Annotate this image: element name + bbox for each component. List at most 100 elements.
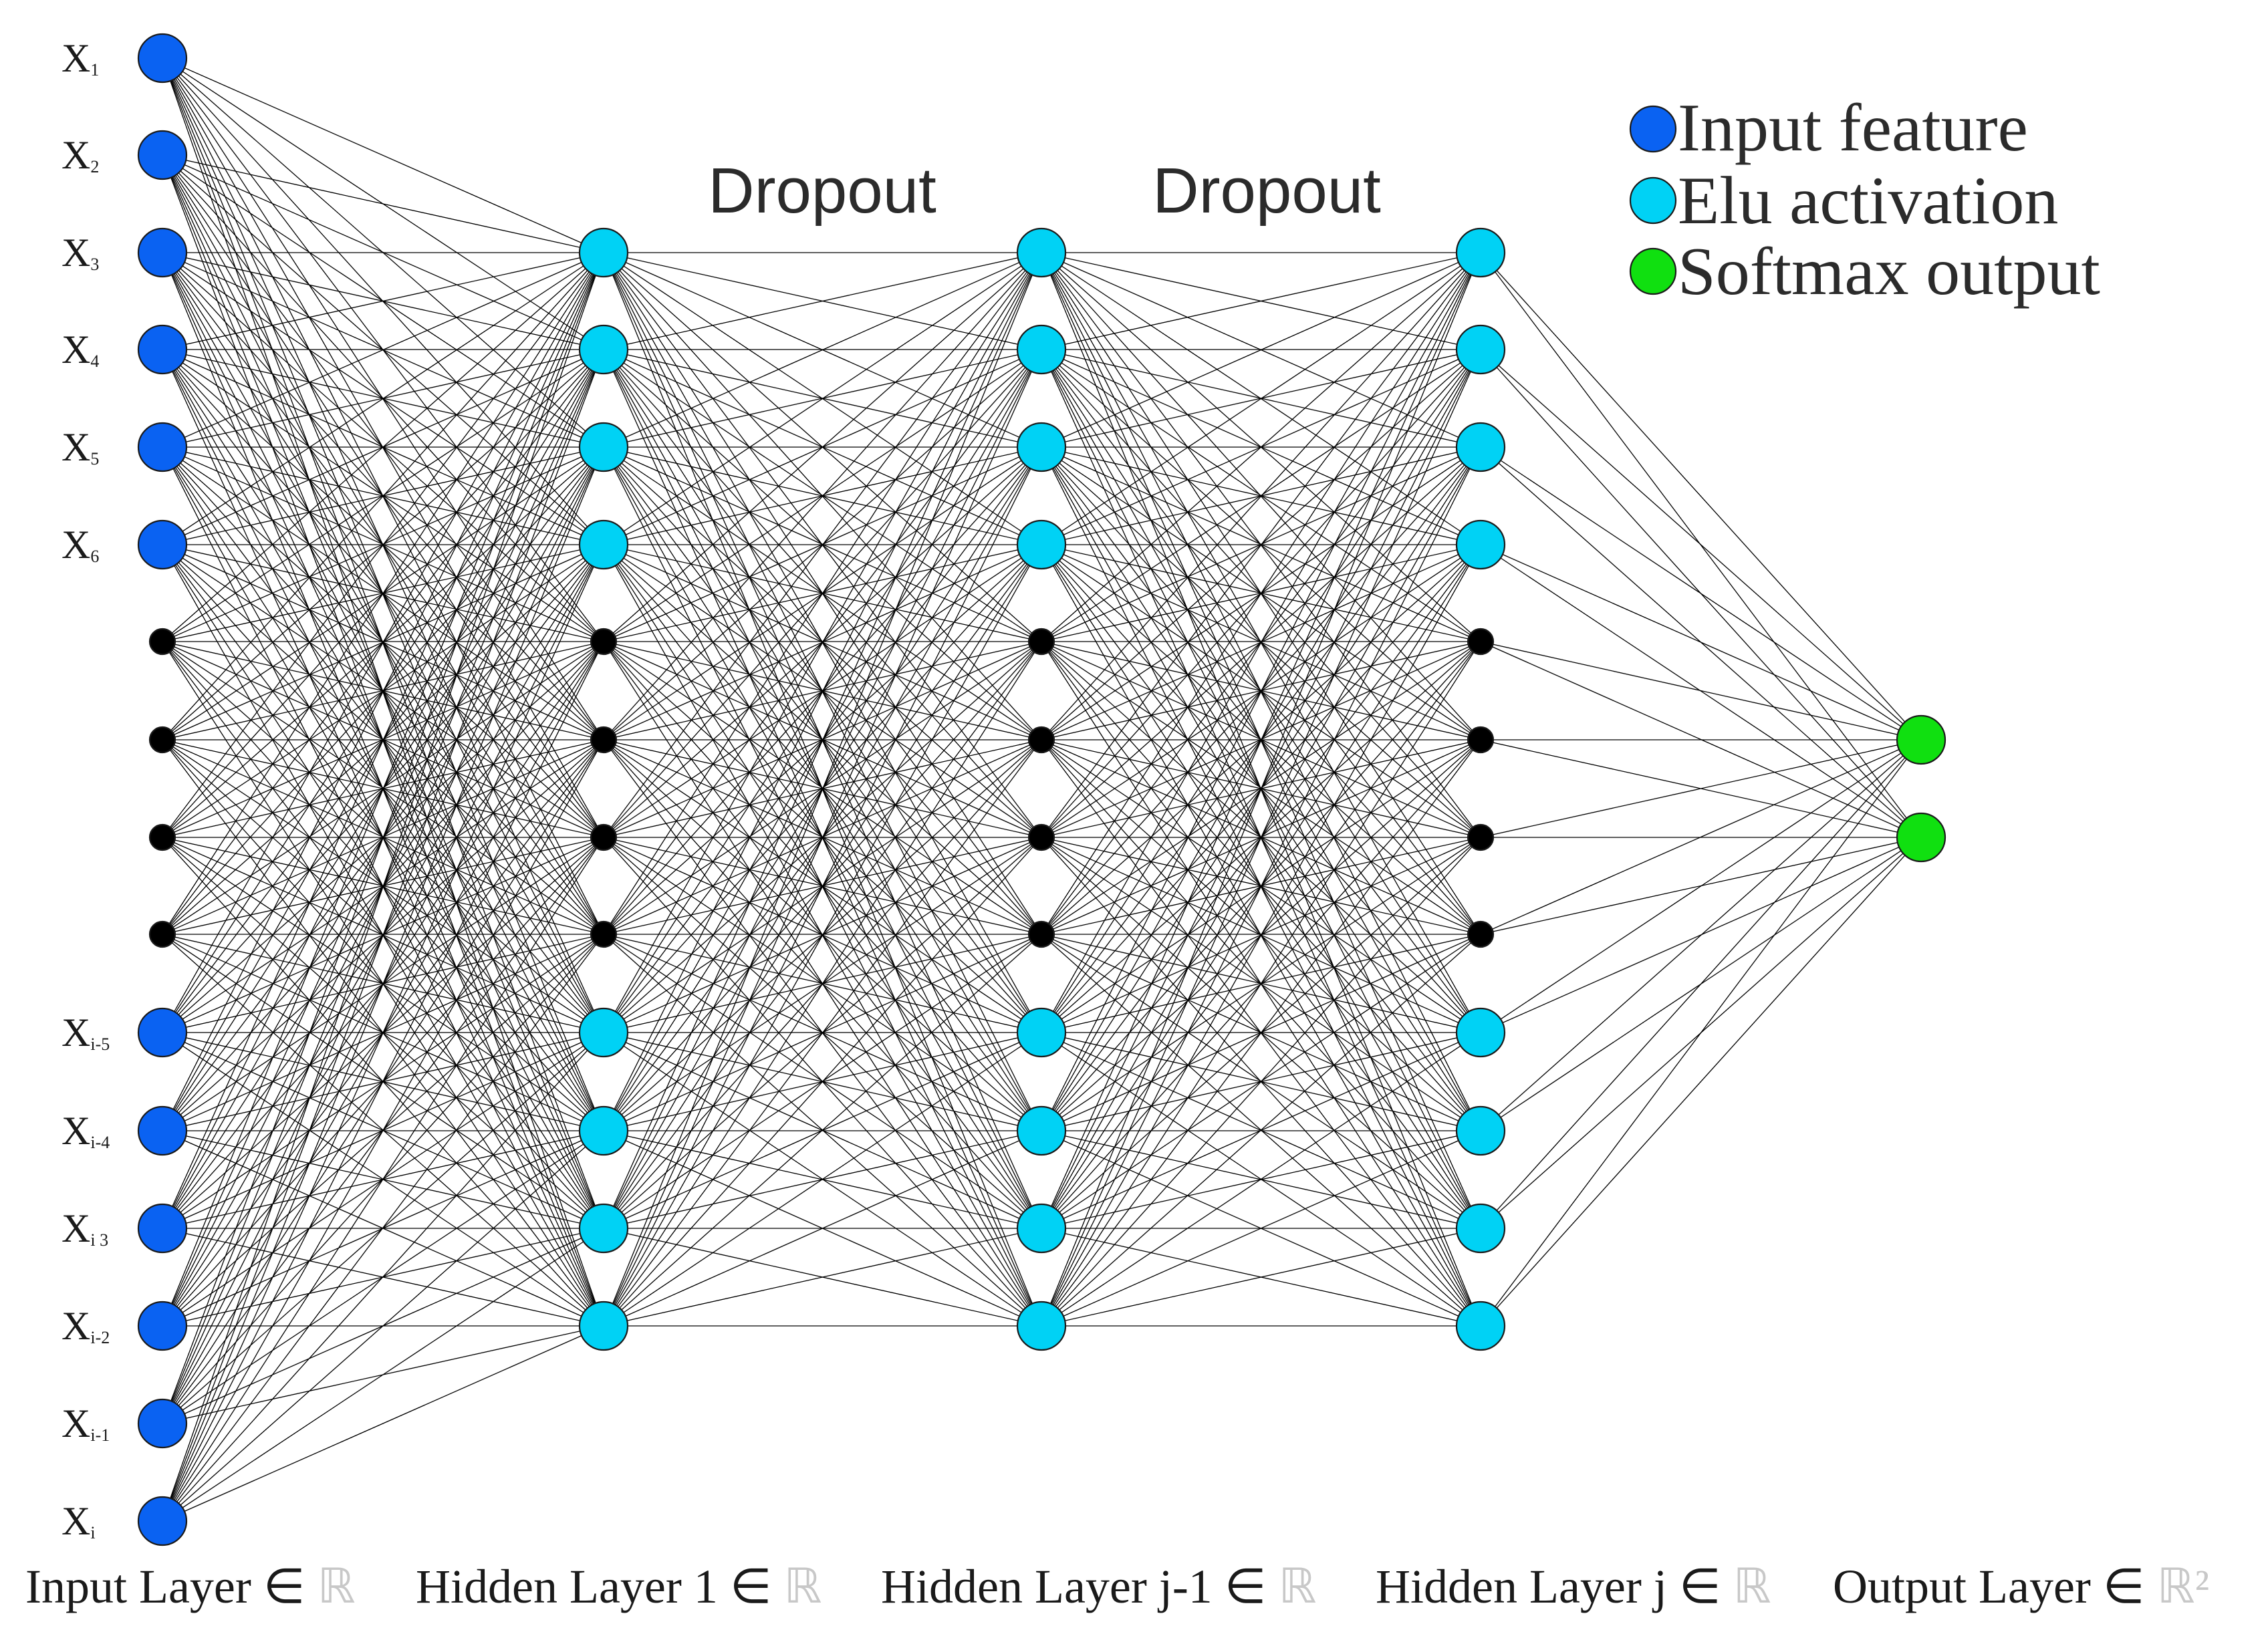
connection-line: [1041, 641, 1481, 935]
input-input-node: [137, 227, 188, 278]
connection-line: [1480, 252, 1922, 740]
connection-line: [1041, 934, 1481, 1327]
input-input-node: [137, 519, 188, 570]
connection-line: [1041, 837, 1481, 1327]
connection-line: [603, 641, 1042, 935]
input-feature-label: Xi-4: [61, 1109, 110, 1153]
hidden-j-1-elu-node: [1016, 324, 1067, 375]
connection-line: [603, 252, 1042, 1327]
input-feature-label: X3: [61, 231, 99, 275]
connection-line: [1041, 252, 1481, 935]
hidden-j-elu-node: [1455, 324, 1506, 375]
legend-elu-activation-swatch: [1629, 176, 1677, 225]
legend-input-feature: Input feature: [1678, 90, 2028, 166]
connection-line: [162, 1325, 604, 1522]
connection-line: [603, 1130, 1042, 1327]
connection-line: [162, 252, 604, 448]
connection-line: [1041, 544, 1481, 1327]
connection-line: [1041, 252, 1481, 1229]
dropout-label-2: Dropout: [1152, 155, 1381, 227]
connection-line: [162, 1130, 604, 1522]
connection-line: [1041, 1228, 1481, 1327]
connection-line: [603, 739, 1042, 1327]
connection-line: [162, 739, 604, 1522]
legend-input-feature-swatch: [1629, 105, 1677, 153]
connection-line: [1480, 641, 1922, 740]
connection-line: [162, 252, 604, 545]
input-feature-label: Xi-5: [61, 1010, 110, 1055]
connection-line: [162, 252, 604, 642]
connection-line: [162, 252, 604, 1033]
connection-line: [603, 252, 1042, 740]
connection-line: [162, 57, 604, 253]
hidden-j-elu-node: [1455, 422, 1506, 472]
dropout-label-1: Dropout: [708, 155, 936, 227]
connection-line: [603, 349, 1042, 1327]
legend-elu-activation: Elu activation: [1678, 163, 2058, 239]
legend: Input feature Elu activation Softmax out…: [1629, 90, 2100, 309]
connection-line: [1041, 1130, 1481, 1327]
connection-line: [162, 252, 604, 838]
connection-line: [603, 252, 1042, 935]
input-layer-label: Input Layer ∈ ℝ: [25, 1560, 356, 1613]
connection-line: [162, 1032, 604, 1522]
input-input-node: [137, 324, 188, 375]
hidden-1-ellipsis-dot: [590, 920, 618, 948]
connection-line: [603, 641, 1042, 1327]
connection-line: [1041, 252, 1481, 448]
connection-line: [162, 544, 604, 1522]
hidden-j-1-elu-node: [1016, 1203, 1067, 1254]
hidden-j-elu-node: [1455, 1301, 1506, 1351]
connection-line: [1041, 349, 1481, 1327]
input-ellipsis-dot: [148, 823, 176, 851]
connection-line: [603, 252, 1042, 1131]
input-feature-label: X4: [61, 327, 99, 372]
connection-line: [1480, 544, 1922, 740]
connection-line: [1041, 252, 1481, 838]
connection-line: [603, 934, 1042, 1327]
connection-line: [1480, 739, 1922, 1229]
input-feature-label: X1: [61, 36, 99, 80]
connection-line: [603, 252, 1042, 448]
connection-line: [1041, 1032, 1481, 1327]
connection-line: [603, 837, 1042, 1327]
hidden-1-ellipsis-dot: [590, 823, 618, 851]
hidden-1-elu-node: [578, 519, 629, 570]
connection-line: [162, 349, 604, 1522]
connection-line: [603, 252, 1042, 838]
output-softmax-node: [1896, 812, 1946, 863]
hidden-j-ellipsis-dot: [1467, 823, 1495, 851]
input-input-node: [137, 33, 188, 84]
neurons: [137, 33, 1946, 1546]
input-feature-label: X5: [61, 425, 99, 469]
output-layer-label: Output Layer ∈ ℝ²: [1833, 1560, 2209, 1613]
input-input-node: [137, 1007, 188, 1058]
hidden-j-elu-node: [1455, 1203, 1506, 1254]
hidden-j-1-ellipsis-dot: [1027, 920, 1055, 948]
connection-line: [162, 252, 604, 1131]
connection-line: [162, 252, 604, 1327]
connection-line: [603, 252, 1042, 642]
hidden-1-elu-node: [578, 1203, 629, 1254]
connection-line: [1480, 739, 1922, 935]
hidden-layer-j-1-label: Hidden Layer j-1 ∈ ℝ: [881, 1560, 1317, 1613]
connection-line: [162, 252, 604, 740]
connection-line: [1041, 252, 1481, 350]
connections: [162, 57, 1922, 1522]
input-feature-label: X2: [61, 133, 99, 177]
connection-line: [162, 252, 604, 1229]
hidden-1-ellipsis-dot: [590, 628, 618, 656]
legend-softmax-output: Softmax output: [1678, 234, 2100, 309]
hidden-j-elu-node: [1455, 1105, 1506, 1156]
hidden-layer-j-label: Hidden Layer j ∈ ℝ: [1376, 1560, 1771, 1613]
input-ellipsis-dot: [148, 920, 176, 948]
connection-line: [603, 1032, 1042, 1327]
connection-line: [1041, 252, 1481, 545]
layer-labels: Input Layer ∈ ℝ Hidden Layer 1 ∈ ℝ Hidde…: [25, 1560, 2209, 1613]
legend-softmax-output-swatch: [1629, 247, 1677, 295]
input-feature-label: Xi-2: [61, 1304, 110, 1348]
input-input-node: [137, 1496, 188, 1546]
connection-line: [162, 1228, 604, 1522]
